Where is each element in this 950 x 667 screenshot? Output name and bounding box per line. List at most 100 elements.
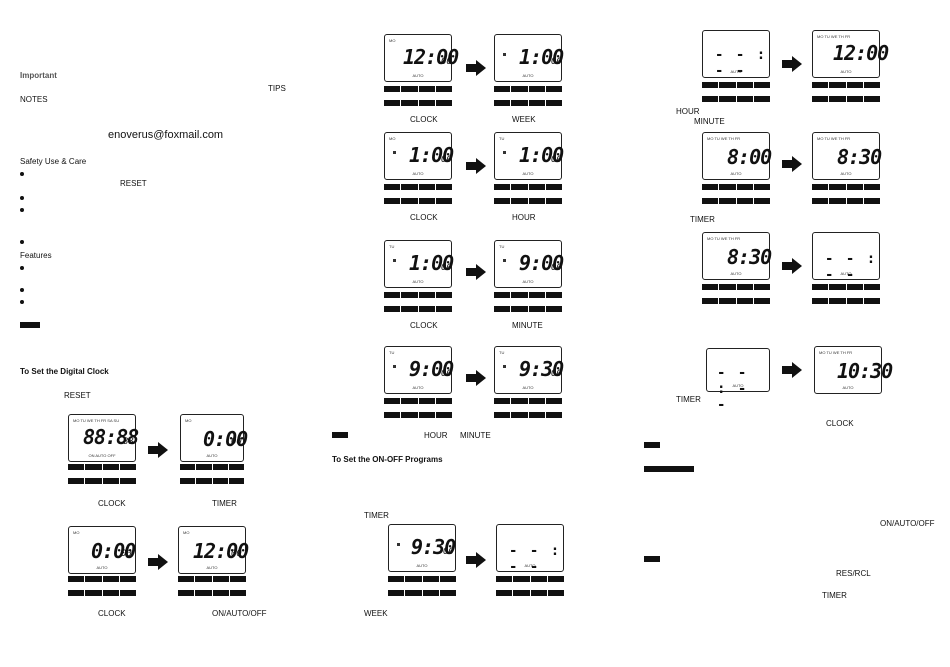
- key-panel: [494, 412, 562, 418]
- indicator-dot: [393, 151, 396, 154]
- caption-minute: MINUTE: [460, 431, 491, 440]
- lcd-mode: AUTO: [522, 385, 534, 390]
- lcd-display: 9:30 00 AUTO: [388, 524, 456, 572]
- day-indicator: MO TU WE TH FR: [817, 34, 851, 39]
- lcd-time: 8:00: [727, 145, 772, 169]
- note-block: [644, 442, 660, 448]
- lcd-time: 1:00: [519, 45, 564, 69]
- lcd-time: - - : - -: [715, 47, 768, 79]
- reset-label: RESET: [64, 391, 91, 400]
- lcd-display: MO TU WE TH FR 12:00 AUTO: [812, 30, 889, 78]
- reset-label: RESET: [120, 179, 147, 188]
- lcd-display: MO TU WE TH FR 10:30 AUTO: [814, 346, 893, 394]
- lcd-display: MO TU WE TH FR 8:30 AUTO: [812, 132, 882, 180]
- lcd-time: 12:00: [193, 539, 249, 563]
- bullet: [20, 288, 24, 292]
- key-panel: [178, 590, 246, 596]
- lcd-time: 9:30: [411, 535, 456, 559]
- key[interactable]: [119, 478, 136, 484]
- key-panel: [812, 184, 880, 190]
- lcd-mode: AUTO: [840, 171, 852, 176]
- key-panel: [180, 464, 244, 470]
- clock-key[interactable]: [68, 464, 85, 470]
- caption-minute: MINUTE: [512, 321, 543, 330]
- tips-label: TIPS: [268, 84, 286, 93]
- lcd-display: - - : - - AUTO: [706, 348, 770, 413]
- caption-clock: CLOCK: [410, 115, 438, 124]
- key-panel: [812, 96, 880, 102]
- lcd-display: TU 9:30 00 AUTO: [494, 346, 564, 394]
- key-panel: [68, 576, 136, 582]
- key-panel: [68, 464, 136, 470]
- lcd-display: - - : - - AUTO: [496, 524, 564, 575]
- indicator-dot: [393, 365, 396, 368]
- day-indicator: TU: [499, 350, 505, 355]
- day-indicator: MO: [185, 418, 192, 423]
- lcd-seconds: 00: [551, 57, 562, 67]
- lcd-seconds: 00: [441, 369, 452, 379]
- day-indicator: MO TU WE TH FR SA SU: [73, 418, 120, 423]
- lcd-mode: AUTO: [522, 73, 534, 78]
- lcd-time: 8:30: [727, 245, 772, 269]
- caption-clock: CLOCK: [410, 321, 438, 330]
- note-block: [644, 556, 660, 562]
- lcd-mode: AUTO: [96, 565, 108, 570]
- key-panel: [494, 184, 562, 190]
- note-block: [332, 432, 348, 438]
- lcd-time: 88:88: [83, 425, 139, 449]
- email-link[interactable]: enoverus@foxmail.com: [108, 129, 224, 141]
- lcd-display: TU 1:00 00 AUTO: [384, 240, 454, 288]
- lcd-mode: AUTO: [730, 271, 742, 276]
- caption-hour: HOUR: [424, 431, 448, 440]
- note-block: [20, 322, 40, 328]
- key-panel: [384, 306, 452, 312]
- caption-timer: TIMER: [822, 591, 847, 600]
- lcd-time: 1:00: [409, 143, 454, 167]
- lcd-mode: AUTO: [206, 565, 218, 570]
- lcd-mode: AUTO: [412, 279, 424, 284]
- caption-hour: HOUR: [676, 107, 700, 116]
- caption-timer: TIMER: [690, 215, 715, 224]
- key-panel: [384, 292, 452, 298]
- bullet: [20, 196, 24, 200]
- reset-key[interactable]: [119, 464, 136, 470]
- lcd-time: 0:00: [203, 427, 248, 451]
- key-panel: [496, 590, 564, 596]
- lcd-mode: AUTO: [522, 171, 534, 176]
- lcd-mode: ON AUTO OFF: [88, 453, 116, 458]
- key-panel: [68, 478, 136, 484]
- lcd-time: 12:00: [833, 41, 889, 65]
- lcd-mode: AUTO: [522, 279, 534, 284]
- lcd-display: MO TU WE TH FR 8:30 AUTO: [702, 232, 772, 280]
- key-panel: [384, 86, 452, 92]
- bullet: [20, 208, 24, 212]
- key-panel: [702, 298, 770, 304]
- key[interactable]: [102, 478, 119, 484]
- key-panel: [702, 198, 770, 204]
- key[interactable]: [85, 478, 102, 484]
- bullet: [20, 240, 24, 244]
- lcd-time: 12:00: [403, 45, 459, 69]
- day-indicator: MO TU WE TH FR: [707, 136, 741, 141]
- lcd-mode: AUTO: [416, 563, 428, 568]
- key-panel: [494, 306, 562, 312]
- timer-key[interactable]: [85, 464, 102, 470]
- caption-clock: CLOCK: [826, 419, 854, 428]
- caption-clock: CLOCK: [410, 213, 438, 222]
- key[interactable]: [68, 478, 85, 484]
- indicator-dot: [503, 365, 506, 368]
- lcd-display: - - : - - AUTO: [812, 232, 880, 283]
- key-panel: [812, 198, 880, 204]
- lcd-time: 1:00: [409, 251, 454, 275]
- lcd-seconds: 00: [231, 549, 242, 559]
- day-indicator: MO: [389, 136, 396, 141]
- week-key[interactable]: [102, 464, 119, 470]
- bullet: [20, 266, 24, 270]
- notes-label: NOTES: [20, 95, 48, 104]
- key-panel: [388, 590, 456, 596]
- key-panel: [494, 292, 562, 298]
- key-panel: [494, 86, 562, 92]
- caption-res-rcl: RES/RCL: [836, 569, 871, 578]
- key-panel: [702, 82, 770, 88]
- lcd-display: MO 1:00 00 AUTO: [384, 132, 454, 180]
